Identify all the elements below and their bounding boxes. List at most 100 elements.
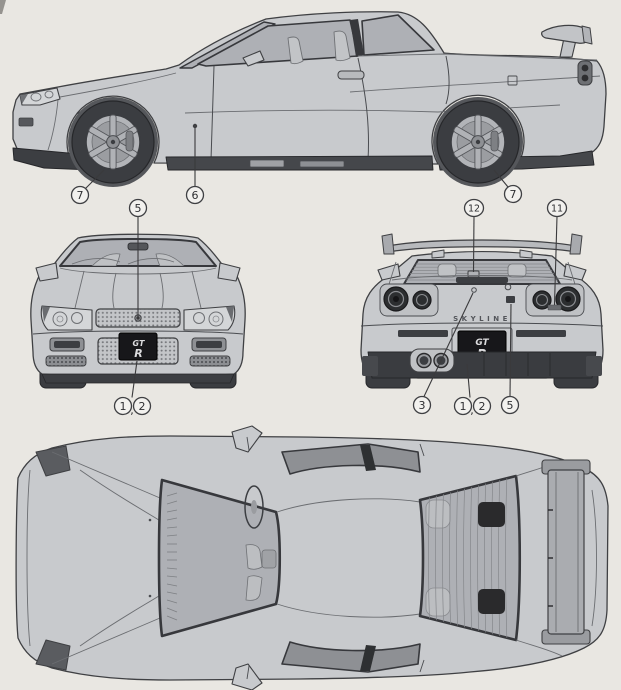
emblem-small [506,296,515,303]
hood-seams [51,451,163,665]
svg-text:2: 2 [139,400,146,413]
svg-text:6: 6 [192,189,199,202]
svg-text:7: 7 [77,189,84,202]
side-quarter-window [361,14,435,56]
washer-nozzle [148,518,152,522]
side-glass-lower [281,641,421,673]
front-bumper-crease [26,469,31,647]
callout-7-front-wheel: 7 [70,185,90,205]
taillight-lens [581,64,589,72]
bumper-slot [18,117,34,127]
callout-1-2-front-plate: 1 , 2 [113,396,152,417]
bumper-seam [32,330,244,335]
seat-silhouette-front [287,36,304,65]
side-body [12,11,607,165]
trunk-keyhole [471,287,477,293]
callout-11-quarter: 11 [546,198,568,218]
washer-nozzle [148,594,152,598]
top-rear-wing [541,459,591,645]
seat-top [245,544,263,570]
front-interior [71,253,185,266]
seat-silhouette [333,30,351,62]
steering-hub [251,500,257,514]
gtr-logo-gt-rear: GT [475,338,489,348]
jack-point [249,159,285,168]
svg-text:11: 11 [551,204,563,215]
side-view [12,11,607,188]
bumper-intakes [45,337,231,367]
steering-wheel [244,485,264,529]
svg-text:7: 7 [510,188,517,201]
side-skirt [165,155,434,171]
callouts: 7 6 7 5 12 11 1 , 2 [70,184,568,417]
seat-top [245,575,263,601]
headlight-right [183,305,236,331]
gtr-logo-gt: GT [133,339,145,348]
svg-text:2: 2 [479,400,486,413]
svg-text:5: 5 [135,202,142,215]
callout-5-rear-badge: 5 [500,395,520,415]
quarter-badge [547,304,562,311]
side-b-pillar [350,19,364,57]
svg-text:1: 1 [460,400,467,413]
top-view [15,425,609,690]
taillights-left [379,283,439,317]
rear-bumper-seam [360,322,604,327]
rear-wing [381,233,583,259]
side-glass-upper [281,443,421,475]
roof-edges [276,498,421,618]
front-mirror-left [35,262,59,282]
fuel-door [507,75,518,86]
b-pillar-lower [360,645,376,671]
top-headlight-lower [35,639,71,671]
shelf-speaker [478,589,505,614]
bumper-trim-left [398,330,448,337]
door-handle [337,70,365,80]
rear-wheel [432,96,524,188]
callout-1-2-rear-plate: 1 , 2 [453,396,492,417]
rear-view: SKYLINE GT R [360,233,604,389]
sill-point-dot [192,123,198,129]
svg-text:1: 1 [120,400,127,413]
front-chin [41,373,235,384]
mudflap-right [586,356,602,376]
front-view: GT R [30,233,246,389]
svg-text:5: 5 [507,399,514,412]
skyline-badge: SKYLINE [453,315,511,323]
door-seams [210,55,450,161]
bumper-trim-right [516,330,566,337]
comma: , [470,404,474,417]
front-mirror-right [217,262,241,282]
headlight-left [40,305,93,331]
mudflap-left [362,356,378,376]
top-door-seams [246,436,425,680]
svg-text:3: 3 [419,399,426,412]
side-headlight [19,87,61,106]
rear-valance [367,351,597,379]
svg-text:12: 12 [468,204,480,215]
trunk-button [504,283,512,291]
side-mirror [242,50,265,67]
callout-5-front: 5 [128,198,148,218]
front-license-plate: GT R [118,332,158,361]
side-taillight [577,60,593,86]
shelf-speaker [478,502,505,527]
gtr-logo-r: R [134,347,142,360]
callout-12-trunk: 12 [463,198,485,218]
top-headlight-upper [35,445,71,477]
callout-7-rear-wheel: 7 [503,184,523,204]
body-creases [47,53,601,151]
b-pillar-upper [360,445,376,471]
rear-wing-side [541,24,593,58]
front-wheel [67,96,159,188]
underbody-step [299,160,345,168]
leader-lines [84,128,558,398]
callout-6-sill: 6 [185,185,205,205]
side-windshield [179,21,276,69]
exhaust [409,348,455,373]
top-interior [166,485,277,621]
rear-window-interior [404,263,560,283]
diffuser-fins [483,353,551,376]
